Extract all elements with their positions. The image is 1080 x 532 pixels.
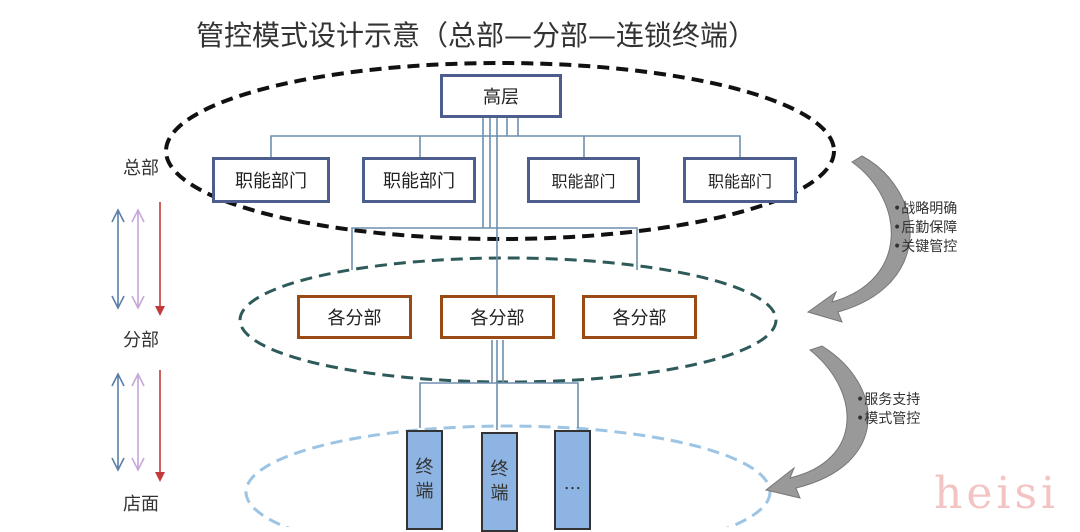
store-ellipse: [244, 424, 772, 527]
note-item: •服务支持: [856, 392, 921, 408]
connectors: [270, 118, 741, 430]
branch-box: 各分部: [582, 295, 697, 339]
watermark: heisi: [934, 468, 1060, 519]
page-title: 管控模式设计示意（总部—分部—连锁终端）: [196, 19, 757, 52]
left-arrows-lower: [111, 370, 165, 482]
curved-arrow-lower: [764, 345, 869, 499]
left-arrows-upper: [111, 202, 165, 316]
terminal-box: 终 端: [406, 430, 443, 530]
function-dept-box: 职能部门: [212, 157, 330, 203]
hq-ellipse: [164, 61, 836, 241]
notes-upper: •战略明确 •后勤保障 •关键管控: [893, 200, 957, 257]
curved-arrow-upper: [806, 155, 911, 323]
function-dept-box: 职能部门: [683, 157, 797, 203]
level-label-store: 店面: [123, 494, 159, 515]
terminal-box: ...: [554, 430, 591, 530]
branch-box: 各分部: [440, 295, 555, 339]
function-dept-box: 职能部门: [527, 157, 640, 203]
function-dept-box: 职能部门: [362, 157, 476, 203]
note-item: •后勤保障: [893, 220, 958, 236]
branch-box: 各分部: [297, 295, 412, 339]
top-management-box: 高层: [440, 74, 562, 118]
note-item: •关键管控: [893, 239, 958, 255]
level-label-branch: 分部: [123, 330, 159, 351]
notes-lower: •服务支持 •模式管控: [856, 391, 920, 429]
note-item: •模式管控: [856, 411, 921, 427]
terminal-box: 终 端: [481, 432, 518, 532]
branch-ellipse: [238, 256, 778, 384]
level-label-hq: 总部: [123, 158, 159, 179]
note-item: •战略明确: [893, 201, 958, 217]
